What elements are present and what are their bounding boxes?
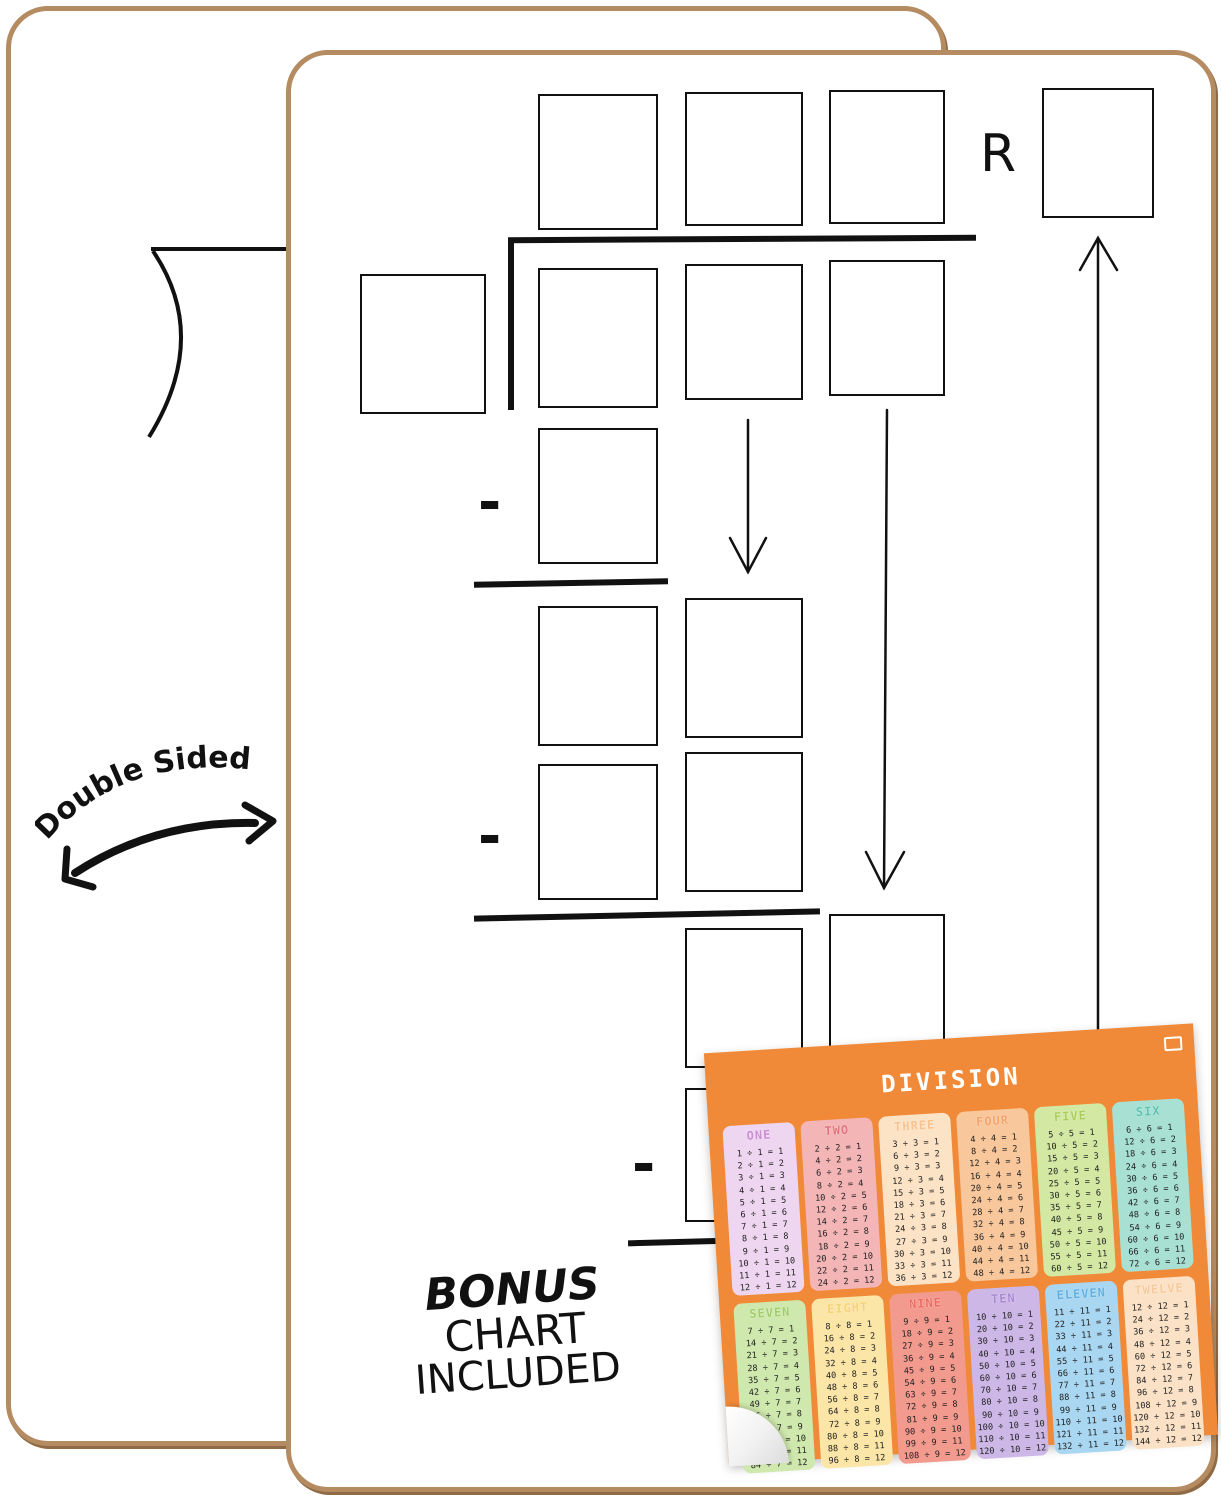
quotient-box-1[interactable] bbox=[538, 94, 658, 230]
division-card-title: ELEVEN bbox=[1056, 1285, 1107, 1303]
subtract-box-3[interactable] bbox=[685, 752, 803, 892]
curved-arrow-icon bbox=[71, 818, 259, 877]
division-card-title: ONE bbox=[746, 1127, 772, 1143]
difference-box-2[interactable] bbox=[685, 598, 803, 738]
division-card-title: EIGHT bbox=[826, 1299, 869, 1317]
remainder-box[interactable] bbox=[1042, 88, 1154, 218]
difference-box-1[interactable] bbox=[538, 606, 658, 746]
divisor-box[interactable] bbox=[360, 274, 486, 414]
division-card-title: TEN bbox=[990, 1290, 1017, 1307]
division-bracket-back bbox=[147, 247, 301, 439]
division-card-title: FIVE bbox=[1053, 1108, 1088, 1125]
quotient-box-3[interactable] bbox=[829, 90, 945, 224]
division-card-title: TWO bbox=[824, 1122, 850, 1139]
division-card-title: THREE bbox=[893, 1117, 936, 1134]
double-sided-label-graphic: Double Sided bbox=[35, 741, 277, 891]
division-chart-title: DIVISION bbox=[880, 1062, 1022, 1099]
division-bracket-left bbox=[508, 238, 514, 410]
division-card-title: TWELVE bbox=[1134, 1280, 1185, 1298]
division-card-title: NINE bbox=[908, 1295, 943, 1312]
subtract-box-2[interactable] bbox=[538, 764, 658, 900]
subtract-box-1[interactable] bbox=[538, 428, 658, 564]
double-sided-label: Double Sided bbox=[35, 741, 252, 846]
minus-sign-1: - bbox=[478, 470, 502, 535]
minus-sign-3: - bbox=[632, 1132, 656, 1197]
quotient-box-2[interactable] bbox=[685, 92, 803, 226]
division-card-title: SIX bbox=[1135, 1103, 1161, 1120]
difference-box-3[interactable] bbox=[685, 928, 803, 1068]
division-card-title: FOUR bbox=[975, 1112, 1010, 1129]
remainder-label: R bbox=[980, 124, 1017, 184]
dividend-box-2[interactable] bbox=[685, 264, 803, 400]
dividend-box-1[interactable] bbox=[538, 268, 658, 408]
minus-sign-2: - bbox=[478, 804, 502, 869]
dividend-box-3[interactable] bbox=[829, 260, 945, 396]
difference-box-4[interactable] bbox=[829, 914, 945, 1052]
division-card-title: SEVEN bbox=[748, 1304, 791, 1322]
bonus-chart-label: BONUS CHART INCLUDED bbox=[396, 1258, 634, 1404]
brand-logo-icon bbox=[1163, 1036, 1183, 1052]
